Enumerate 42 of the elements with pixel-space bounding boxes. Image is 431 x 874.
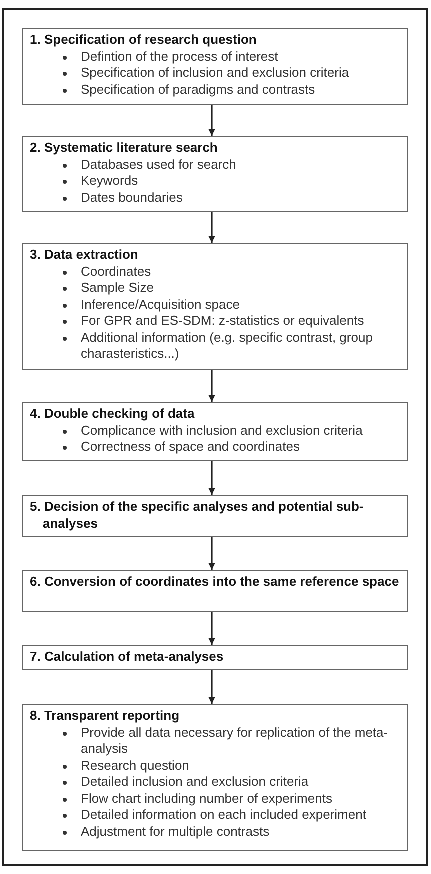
- process-box: [22, 28, 408, 105]
- step-heading: 8. Transparent reporting: [29, 708, 181, 724]
- bullet-text: Adjustment for multiple contrasts: [81, 824, 271, 840]
- bullet-text: Sample Size: [81, 280, 155, 296]
- bullet-text: Defintion of the process of interest: [81, 48, 280, 65]
- process-box: [22, 570, 408, 612]
- bullet-text: Correctness of space and coordinates: [81, 439, 301, 456]
- process-box: [22, 645, 408, 670]
- process-box: [22, 243, 408, 370]
- bullet-text: Research question: [81, 758, 190, 774]
- bullet-text: Detailed information on each included experiment: [81, 807, 368, 824]
- step-heading: 4. Double checking of data: [29, 406, 196, 422]
- bullet-text: Keywords: [81, 173, 140, 190]
- bullet-text: Additional information (e.g. specific contrast, group charasteristics...): [81, 330, 374, 362]
- bullet-text: Inference/Acquisition space: [81, 296, 241, 313]
- bullet-text: Databases used for search: [81, 156, 238, 173]
- process-box: [22, 136, 408, 212]
- step-heading: 7. Calculation of meta-analyses: [29, 649, 225, 666]
- arrow: [208, 461, 216, 495]
- bullet-text: Detailed inclusion and exclusion criteria: [81, 774, 310, 790]
- arrow: [208, 670, 216, 704]
- arrow: [208, 537, 216, 570]
- arrow: [208, 212, 216, 243]
- arrow: [208, 370, 216, 402]
- bullet-text: Complicance with inclusion and exclusion criteria: [81, 422, 364, 439]
- arrow: [208, 612, 216, 645]
- bullet-text: Specification of paradigms and contrasts: [81, 82, 316, 98]
- step-heading: 6. Conversion of coordinates into the same reference space: [29, 574, 400, 590]
- bullet-text: Specification of inclusion and exclusion criteria: [81, 65, 350, 82]
- bullet-text: Flow chart including number of experiments: [81, 790, 334, 807]
- step-heading: 3. Data extraction: [29, 247, 140, 264]
- process-box: [22, 402, 408, 461]
- step-heading: 5. Decision of the specific analyses and potential sub-analyses: [29, 499, 365, 532]
- arrow: [208, 105, 216, 136]
- bullet-text: For GPR and ES-SDM: z-statistics or equivalents: [81, 313, 366, 330]
- step-heading: 1. Specification of research question: [29, 32, 258, 48]
- bullet-text: Coordinates: [81, 264, 152, 280]
- process-box: [22, 495, 408, 537]
- process-box: [22, 704, 408, 851]
- step-heading: 2. Systematic literature search: [29, 140, 219, 156]
- bullet-text: Dates boundaries: [81, 190, 184, 206]
- bullet-text: Provide all data necessary for replication of the meta-analysis: [81, 724, 390, 758]
